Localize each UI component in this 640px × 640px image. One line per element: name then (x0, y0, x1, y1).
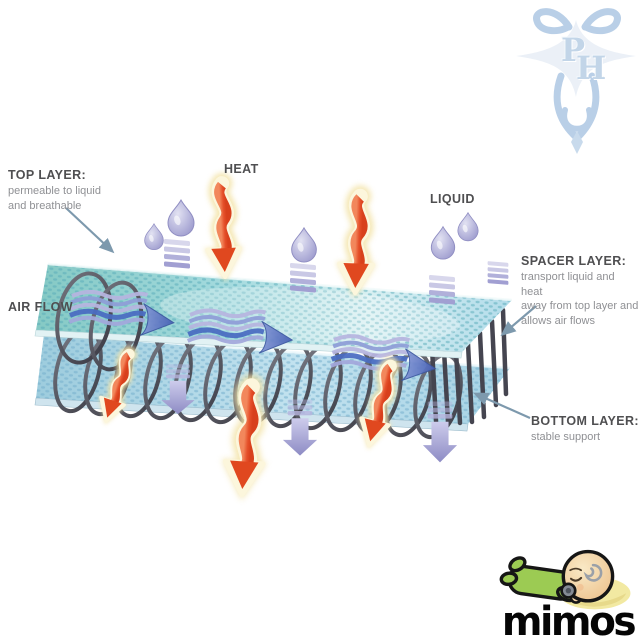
bottom-layer-label: BOTTOM LAYER: stable support (531, 414, 639, 445)
baby-eyebrow (569, 567, 583, 572)
ph-watermark-logo (516, 8, 636, 154)
watermark-star (516, 20, 636, 97)
watermark-right-snake-icon (581, 8, 621, 35)
watermark-letter-h: H (576, 49, 607, 87)
droplet-icon (144, 223, 164, 251)
droplet-icon (430, 226, 456, 260)
liquid-label: LIQUID (430, 192, 475, 206)
air-flow-label: AIR FLOW (8, 300, 73, 314)
watermark-tail-tip (571, 131, 583, 154)
down-arrow (422, 401, 458, 463)
droplet-icon (291, 227, 317, 263)
droplet-icon (167, 199, 195, 237)
spacer-layer-title: SPACER LAYER: (521, 254, 627, 268)
baby-eye (569, 576, 583, 582)
heat-label: HEAT (224, 162, 259, 176)
spacer-layer-desc: transport liquid and heat away from top … (521, 271, 639, 327)
heat-arrow (335, 196, 379, 299)
baby-ear-icon (583, 563, 603, 582)
watermark-right-tail (574, 72, 600, 141)
watermark-left-snake-icon (533, 8, 573, 35)
top-layer-title: TOP LAYER: (8, 168, 87, 182)
bottom-layer-title: BOTTOM LAYER: (531, 414, 639, 428)
spacer-layer-label: SPACER LAYER: transport liquid and heat … (521, 254, 639, 328)
liquid-droplets (144, 199, 479, 263)
brand-wordmark: mimos (501, 599, 637, 640)
heat-arrow (201, 183, 245, 283)
top-layer-desc: permeable to liquid and breathable (8, 185, 101, 212)
droplet-icon (457, 212, 479, 242)
spacer-layer-pointer (500, 305, 537, 337)
bottom-layer-pointer (472, 392, 531, 420)
top-layer-pointer (65, 207, 115, 254)
label-pointers (65, 207, 537, 420)
brand-baby-logo (499, 549, 631, 610)
baby-cheek (576, 583, 584, 591)
watermark-letter-p: P (561, 31, 586, 69)
watermark-tail-loop (561, 107, 593, 132)
watermark-left-tail (553, 72, 580, 141)
bottom-layer-desc: stable support (531, 431, 601, 443)
top-layer-label: TOP LAYER: permeable to liquid and breat… (8, 168, 101, 213)
